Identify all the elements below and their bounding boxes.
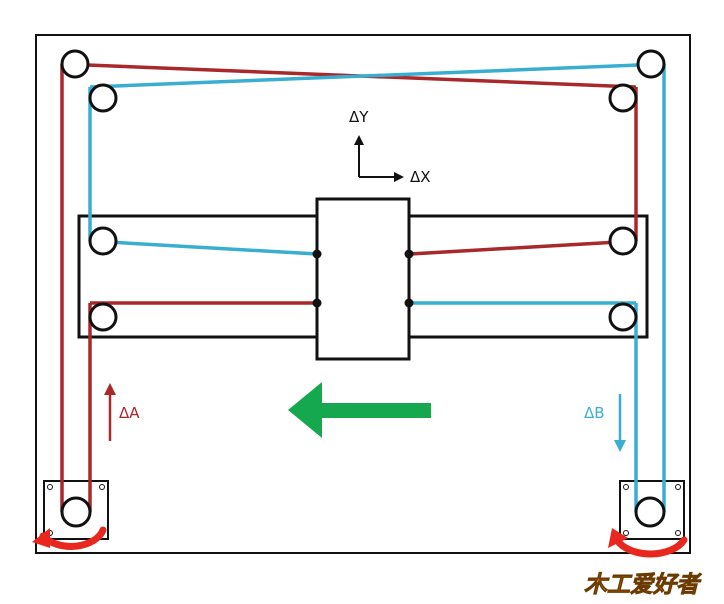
pulley-gantry-right-lower <box>608 302 638 332</box>
delta-x-label: ΔX <box>410 168 431 186</box>
pulley-top-left-outer <box>60 49 90 79</box>
delta-b-label: ΔB <box>584 404 605 422</box>
pulley-top-left-inner <box>88 83 118 113</box>
pulleys <box>60 49 666 528</box>
pulley-top-right-outer <box>636 49 666 79</box>
motor-a-rotation-arrow <box>32 526 107 550</box>
pulley-top-right-inner <box>608 83 638 113</box>
motor-b-rotation-arrow <box>608 528 688 558</box>
delta-a-label: ΔA <box>119 404 140 422</box>
pulley-gantry-right-upper <box>608 226 638 256</box>
pulley-gantry-left-upper <box>88 226 118 256</box>
delta-y-label: ΔY <box>349 108 369 126</box>
axis-indicator <box>354 135 404 182</box>
belt-attachment-points <box>312 249 414 308</box>
motor-b-pulley <box>634 496 666 528</box>
motor-a-pulley <box>60 496 92 528</box>
motor-b <box>619 480 685 540</box>
belt-b <box>88 62 666 512</box>
pulley-gantry-left-lower <box>88 302 118 332</box>
watermark-text: 木工爱好者 <box>584 572 702 598</box>
carriage <box>315 197 411 361</box>
direction-arrow-left <box>288 382 431 438</box>
